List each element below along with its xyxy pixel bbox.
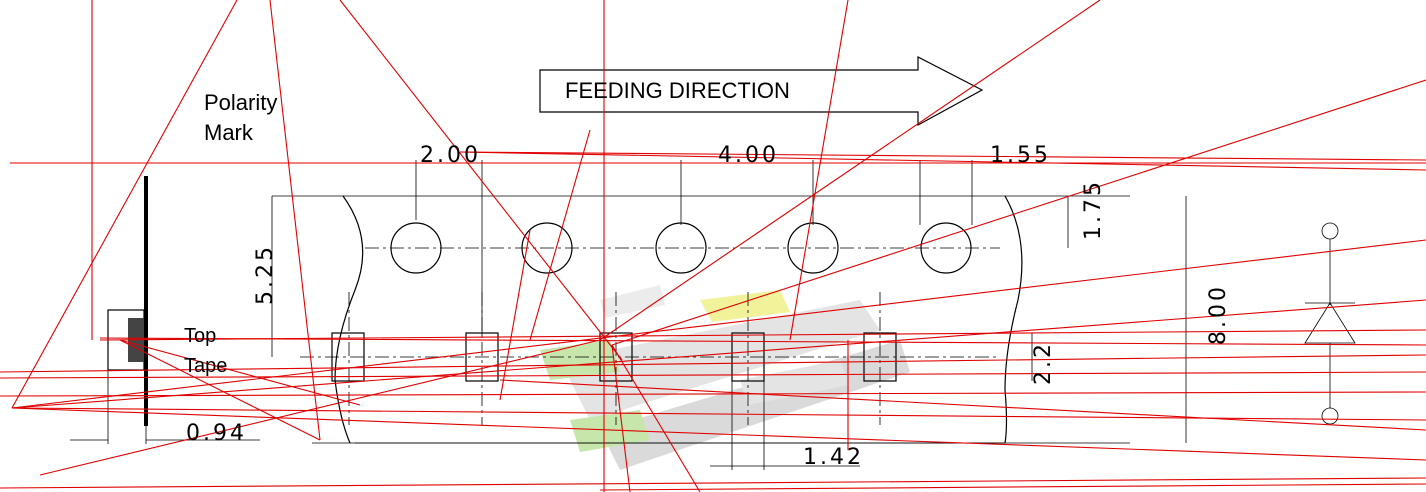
top-tape-label-line2: Tape [184,355,227,377]
dim-5-25: 5.25 [253,244,278,305]
dim-8-00: 8.00 [1206,284,1231,345]
feeding-direction-arrow [539,56,984,127]
dim-1-42: 1.42 [803,445,864,470]
polarity-label-line2: Mark [204,120,254,145]
sprocket-holes [365,222,1000,274]
dim-1-55: 1.55 [990,143,1051,168]
dim-2-00: 2.00 [420,143,481,168]
watermark-logo [540,285,910,470]
carrier-tape [272,195,1130,444]
feeding-direction-label: FEEDING DIRECTION [565,78,790,103]
diode-symbol-icon [1304,222,1356,425]
top-tape-label-line1: Top [184,325,216,347]
polarity-label-line1: Polarity [204,90,277,115]
dim-2-2: 2.2 [1031,341,1056,385]
tape-side-view [70,176,260,444]
dim-4-00: 4.00 [718,143,779,168]
dim-0-94: 0.94 [186,421,247,446]
component-pockets [300,292,1000,425]
dim-1-75: 1.75 [1081,179,1106,240]
